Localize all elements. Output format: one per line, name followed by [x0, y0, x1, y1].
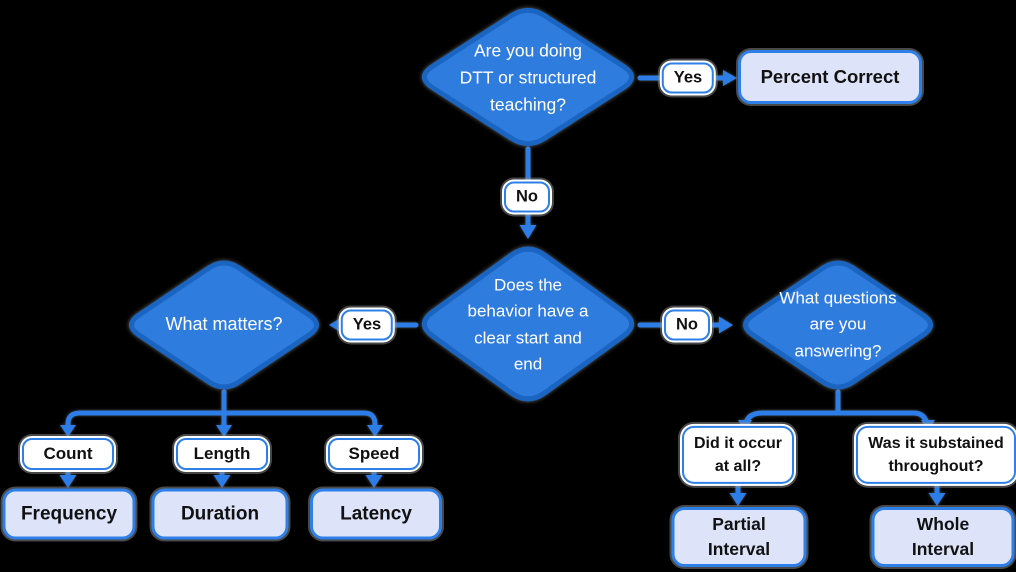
edge-label-yes-top: Yes: [661, 62, 715, 94]
arrowhead-down-middle-diamond: [519, 225, 537, 239]
arrowhead-down-sustained: [921, 420, 935, 431]
arrowhead-right-what-questions: [719, 316, 733, 334]
edge-label-no-top: No: [504, 181, 550, 213]
outcome-percent-correct: Percent Correct: [738, 50, 922, 104]
edge-label-yes-left: Yes: [340, 309, 394, 341]
outcome-latency: Latency: [310, 488, 442, 540]
outcome-frequency: Frequency: [2, 488, 136, 540]
edge-label-no-right: No: [664, 309, 710, 341]
arrowhead-down-latency: [365, 475, 383, 488]
decision-what-questions-diamond: [743, 260, 933, 390]
edge-matters-branch: [65, 410, 378, 429]
arrowhead-left-what-matters: [329, 316, 343, 334]
arrowhead-down-length: [216, 425, 232, 437]
arrowhead-down-whole-interval: [928, 493, 946, 506]
decision-dtt-diamond: [421, 7, 635, 147]
arrowhead-down-frequency: [59, 475, 77, 488]
branch-label-speed: Speed: [328, 438, 420, 470]
decision-clear-start-end-diamond: [421, 246, 635, 402]
branch-label-length: Length: [176, 438, 268, 470]
arrowhead-down-duration: [213, 475, 231, 488]
arrowhead-down-speed: [367, 425, 383, 437]
arrowhead-down-did-it-occur: [738, 420, 752, 431]
outcome-duration: Duration: [151, 488, 289, 540]
arrowhead-down-count: [60, 425, 76, 437]
arrowhead-right-percent-correct: [723, 70, 737, 86]
decision-what-matters-label: What matters?: [165, 314, 283, 335]
arrowhead-down-partial-interval: [729, 493, 747, 506]
branch-label-count: Count: [22, 438, 114, 470]
decision-what-matters-diamond: [129, 260, 319, 390]
